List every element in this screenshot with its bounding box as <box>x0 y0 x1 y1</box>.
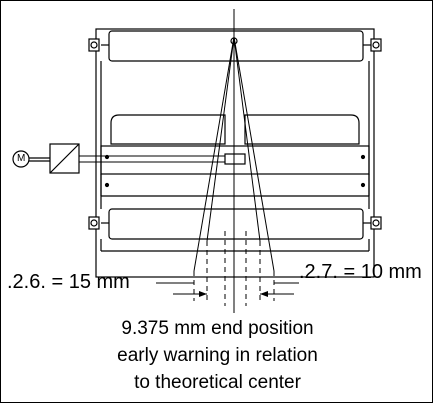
shaft-coupling <box>224 153 246 165</box>
caption-line-3: to theoretical center <box>134 372 301 393</box>
conveyor-outer-frame <box>95 28 375 278</box>
inner-panel-right <box>244 114 360 145</box>
caption-line-1: 9.375 mm end position <box>121 318 314 339</box>
inner-panel-left <box>110 114 226 145</box>
dashed-limit-lines <box>193 231 275 306</box>
motor-circle <box>12 150 30 168</box>
left-dimension-label: .2.6. = 15 mm <box>7 271 130 293</box>
motor-symbol <box>27 157 50 162</box>
bottom-roller <box>88 208 382 252</box>
right-dimension-label: .2.7. = 10 mm <box>299 261 422 283</box>
cross-beam <box>100 145 370 175</box>
caption-line-2: early warning in relation <box>117 345 318 366</box>
gearbox <box>49 143 80 174</box>
top-roller <box>88 30 382 62</box>
belt-travel-lines <box>193 9 275 311</box>
motor-label: M <box>17 153 26 164</box>
arrow-heads <box>199 291 268 297</box>
